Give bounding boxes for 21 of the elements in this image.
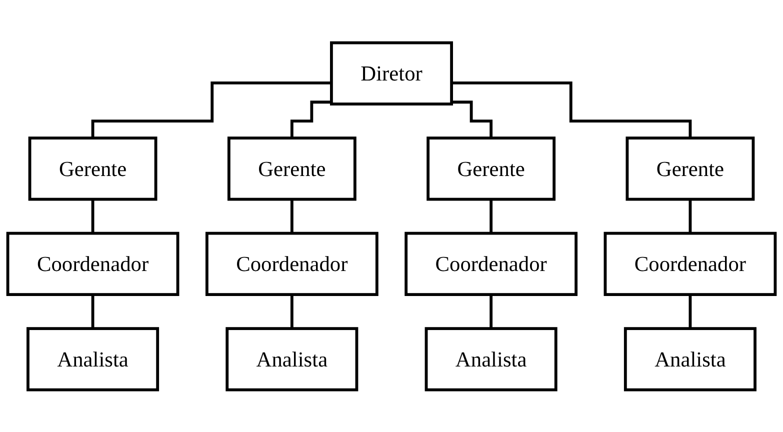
node-box: Gerente bbox=[626, 136, 755, 200]
connector bbox=[452, 100, 493, 140]
connector bbox=[490, 198, 493, 234]
node-box: Analista bbox=[226, 326, 358, 391]
connector bbox=[688, 198, 692, 234]
node-box: Coordenador bbox=[205, 232, 378, 296]
node-box: Coordenador bbox=[404, 232, 578, 296]
node-box: Gerente bbox=[227, 136, 356, 200]
node-box: Diretor bbox=[330, 41, 453, 106]
node-box: Gerente bbox=[28, 136, 158, 200]
connector bbox=[290, 198, 294, 234]
node-box: Analista bbox=[26, 326, 160, 391]
node-box: Coordenador bbox=[604, 232, 777, 296]
node-box: Analista bbox=[624, 326, 756, 391]
node-box: Gerente bbox=[426, 136, 556, 200]
connector bbox=[91, 198, 94, 234]
connector bbox=[290, 100, 332, 140]
connector bbox=[452, 81, 692, 140]
node-box: Analista bbox=[424, 326, 558, 391]
node-box: Coordenador bbox=[6, 232, 180, 296]
connector bbox=[91, 81, 332, 140]
